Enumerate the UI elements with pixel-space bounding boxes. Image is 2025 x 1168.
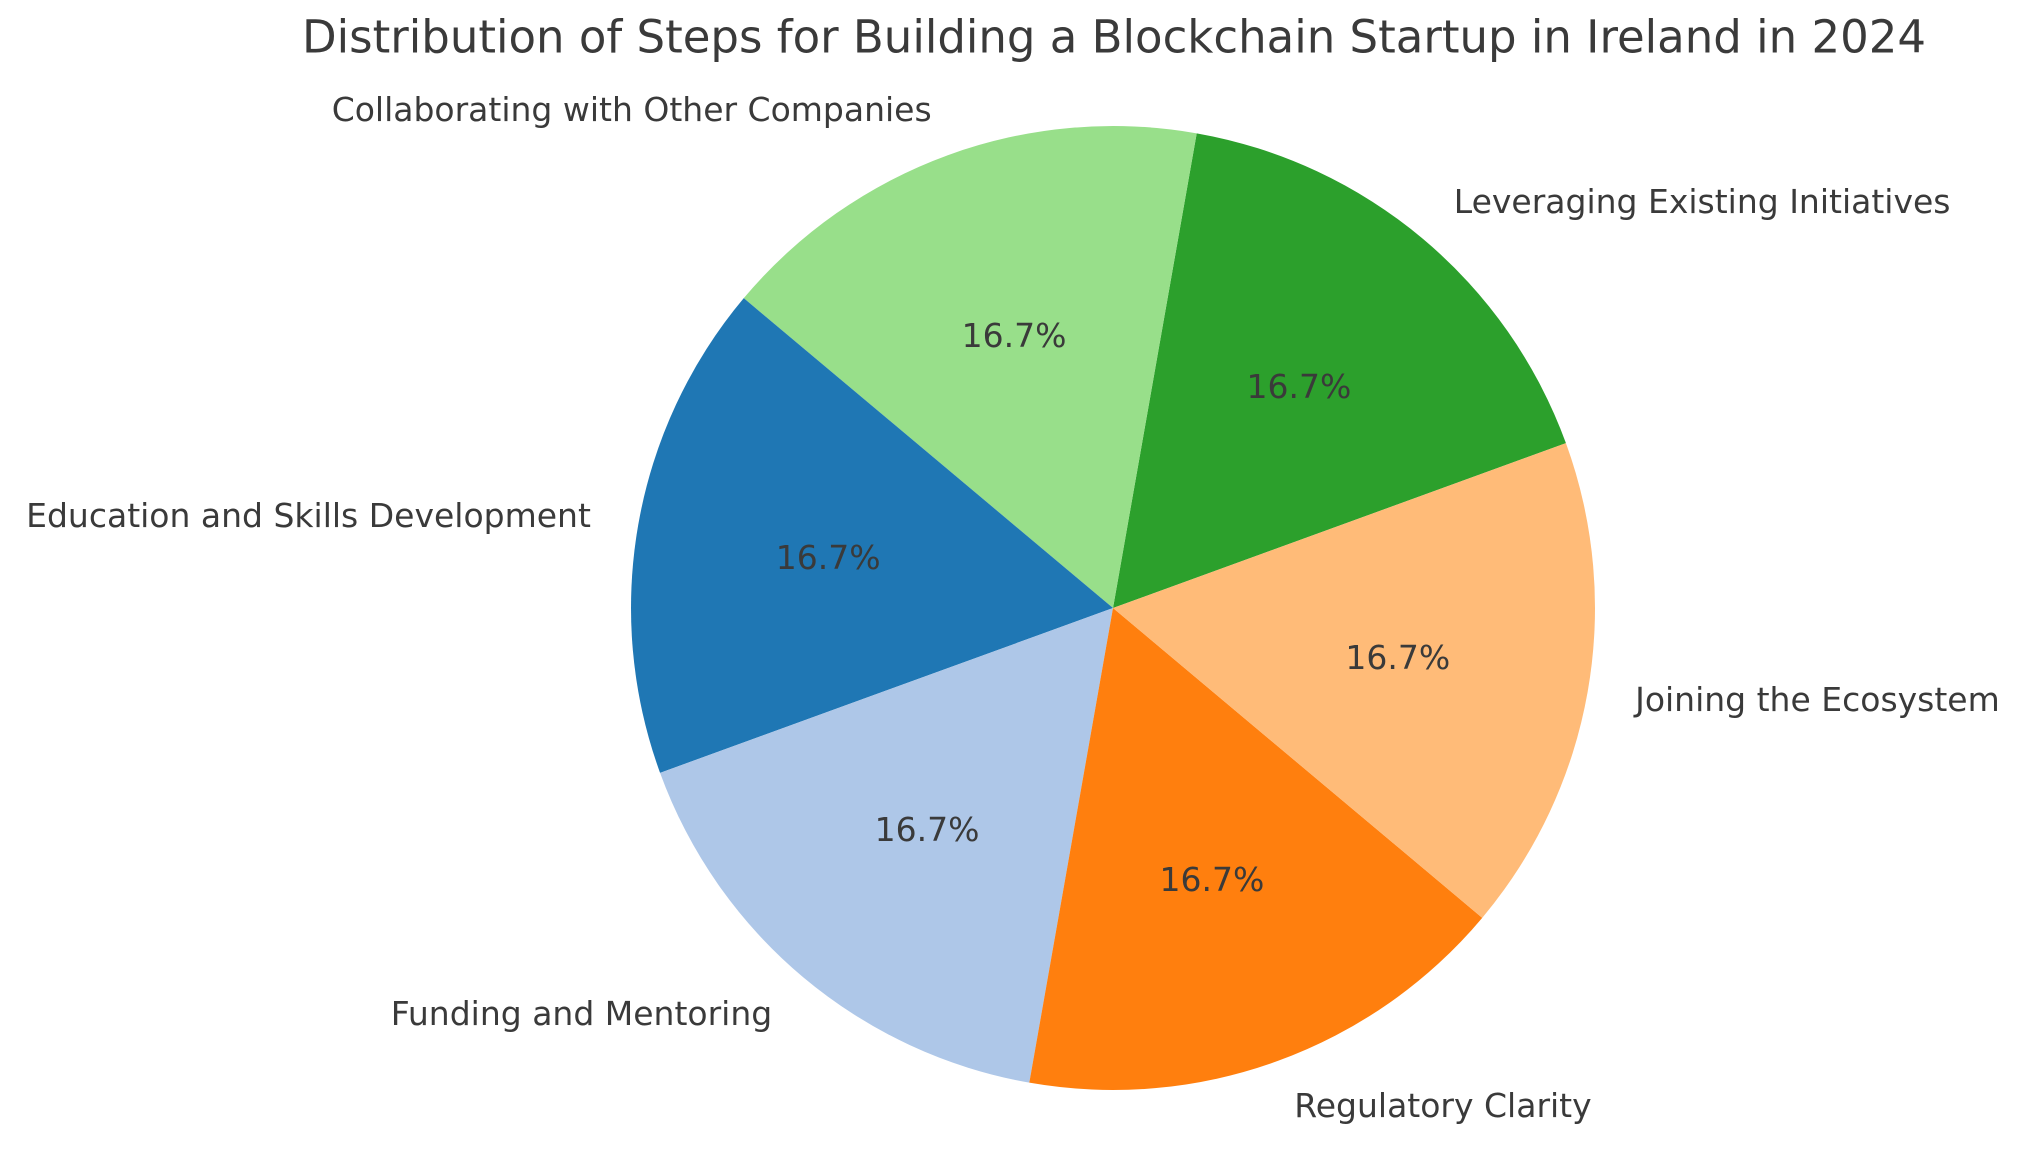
slice-label-collaborating-with-other-companies: Collaborating with Other Companies (331, 89, 932, 129)
slice-label-education-and-skills-development: Education and Skills Development (26, 495, 591, 535)
slice-label-funding-and-mentoring: Funding and Mentoring (390, 994, 773, 1034)
slice-percentage-joining-the-ecosystem: 16.7% (1345, 638, 1451, 678)
slice-label-joining-the-ecosystem: Joining the Ecosystem (1635, 679, 2000, 719)
slice-label-regulatory-clarity: Regulatory Clarity (1294, 1086, 1592, 1126)
pie-slice-collaborating-with-other-companies (743, 125, 1197, 609)
chart-title: Distribution of Steps for Building a Blo… (302, 10, 1926, 64)
pie-slice-joining-the-ecosystem (1113, 443, 1595, 918)
pie-slice-funding-and-mentoring (660, 608, 1113, 1083)
slice-percentage-leveraging-existing-initiatives: 16.7% (1246, 366, 1352, 406)
pie-slice-leveraging-existing-initiatives (1113, 133, 1566, 608)
pie-slice-regulatory-clarity (1029, 608, 1483, 1091)
slice-percentage-collaborating-with-other-companies: 16.7% (961, 316, 1067, 356)
pie-slice-education-and-skills-development (631, 298, 1113, 773)
slice-percentage-funding-and-mentoring: 16.7% (874, 809, 980, 849)
slice-label-leveraging-existing-initiatives: Leveraging Existing Initiatives (1453, 181, 1951, 221)
slice-percentage-education-and-skills-development: 16.7% (775, 537, 881, 577)
slice-percentage-regulatory-clarity: 16.7% (1159, 859, 1265, 899)
